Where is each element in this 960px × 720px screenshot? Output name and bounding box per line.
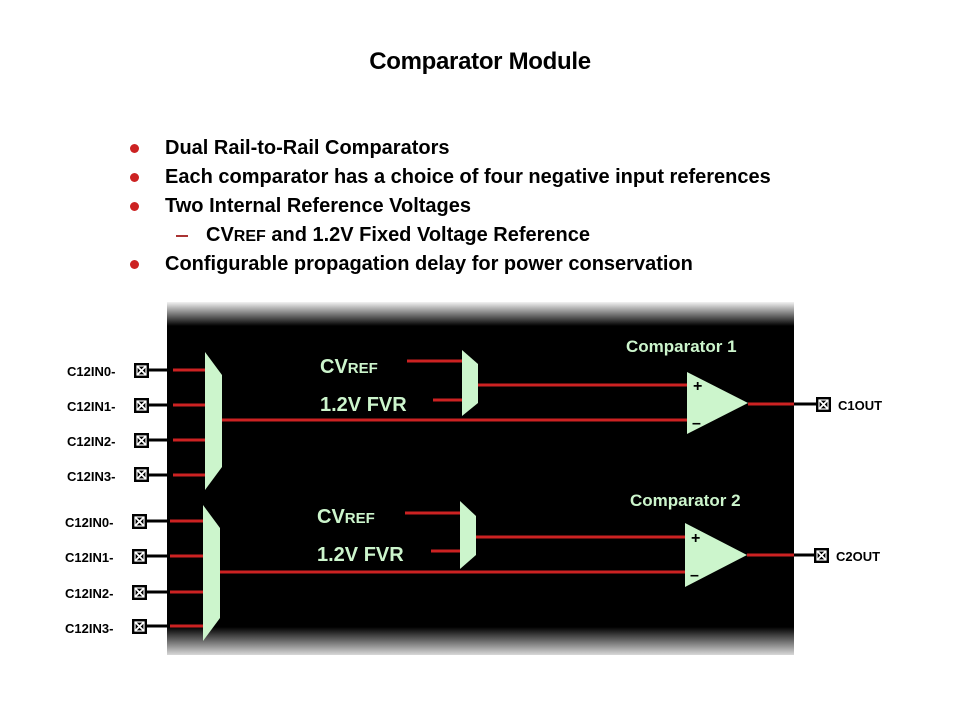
bullet-dot-icon bbox=[130, 260, 139, 269]
input-pin: C12IN0- bbox=[65, 514, 203, 530]
pin-label-c12in0: C12IN0- bbox=[65, 515, 113, 530]
comparator-2-triangle bbox=[685, 523, 747, 587]
pin-label-c12in1: C12IN1- bbox=[65, 550, 113, 565]
comparator-1-group: C12IN0- C12IN1- C12IN2- C12IN3- bbox=[67, 337, 882, 490]
output-pin-label-c2out: C2OUT bbox=[836, 549, 880, 564]
input-pin: C12IN3- bbox=[65, 619, 203, 636]
bullet-text: Each comparator has a choice of four neg… bbox=[165, 166, 771, 188]
pin-x-icon bbox=[134, 621, 145, 632]
pin-label-c12in3: C12IN3- bbox=[67, 469, 115, 484]
input-pin: C12IN2- bbox=[65, 585, 203, 601]
input-pin: C12IN1- bbox=[67, 398, 205, 414]
comparator-2-group: C12IN0- C12IN1- C12IN2- C12IN3- bbox=[65, 491, 880, 641]
input-pin: C12IN1- bbox=[65, 549, 203, 565]
ref-mux-2 bbox=[460, 501, 476, 569]
bullet-text: Configurable propagation delay for power… bbox=[165, 253, 693, 275]
pin-x-icon bbox=[818, 399, 829, 410]
comparator-2-label: Comparator 2 bbox=[630, 491, 741, 510]
pin-label-c12in2: C12IN2- bbox=[67, 434, 115, 449]
minus-sign: – bbox=[692, 415, 701, 432]
pin-label-c12in3: C12IN3- bbox=[65, 621, 113, 636]
slide-title: Comparator Module bbox=[369, 48, 591, 75]
bullet-text: Dual Rail-to-Rail Comparators bbox=[165, 137, 450, 159]
pin-x-icon bbox=[136, 435, 147, 446]
pin-label-c12in1: C12IN1- bbox=[67, 399, 115, 414]
plus-sign: + bbox=[691, 530, 700, 547]
pin-x-icon bbox=[136, 400, 147, 411]
pin-x-icon bbox=[134, 551, 145, 562]
input-mux-1 bbox=[205, 352, 222, 490]
input-pin: C12IN2- bbox=[67, 433, 205, 449]
fvr-label-2: 1.2V FVR bbox=[317, 544, 404, 566]
pin-x-icon bbox=[136, 469, 147, 480]
comparator-1-triangle bbox=[687, 372, 748, 434]
bullet-text: CVREF and 1.2V Fixed Voltage Reference bbox=[206, 224, 590, 247]
dash-icon bbox=[176, 235, 188, 237]
comparator-1-label: Comparator 1 bbox=[626, 337, 737, 356]
cvref-label-1: CVREF bbox=[320, 356, 378, 378]
diagram-background bbox=[167, 302, 794, 655]
bullet-dot-icon bbox=[130, 173, 139, 182]
cvref-label-2: CVREF bbox=[317, 506, 375, 528]
bullet-dot-icon bbox=[130, 144, 139, 153]
fvr-label-1: 1.2V FVR bbox=[320, 394, 407, 416]
pin-label-c12in0: C12IN0- bbox=[67, 364, 115, 379]
pin-x-icon bbox=[136, 365, 147, 376]
minus-sign: – bbox=[690, 567, 699, 584]
bullet-rest: and 1.2V Fixed Voltage Reference bbox=[265, 224, 590, 246]
output-pin-label-c1out: C1OUT bbox=[838, 398, 882, 413]
input-pin: C12IN0- bbox=[67, 363, 205, 379]
pin-x-icon bbox=[134, 587, 145, 598]
pin-label-c12in2: C12IN2- bbox=[65, 586, 113, 601]
cvref-prefix: CV bbox=[206, 224, 234, 246]
plus-sign: + bbox=[693, 378, 702, 395]
pin-x-icon bbox=[134, 516, 145, 527]
pin-x-icon bbox=[816, 550, 827, 561]
cvref-subscript: REF bbox=[233, 228, 266, 245]
ref-mux-1 bbox=[462, 350, 478, 416]
bullet-dot-icon bbox=[130, 202, 139, 211]
input-pin: C12IN3- bbox=[67, 467, 205, 484]
input-mux-2 bbox=[203, 505, 220, 641]
bullet-text: Two Internal Reference Voltages bbox=[165, 195, 472, 217]
